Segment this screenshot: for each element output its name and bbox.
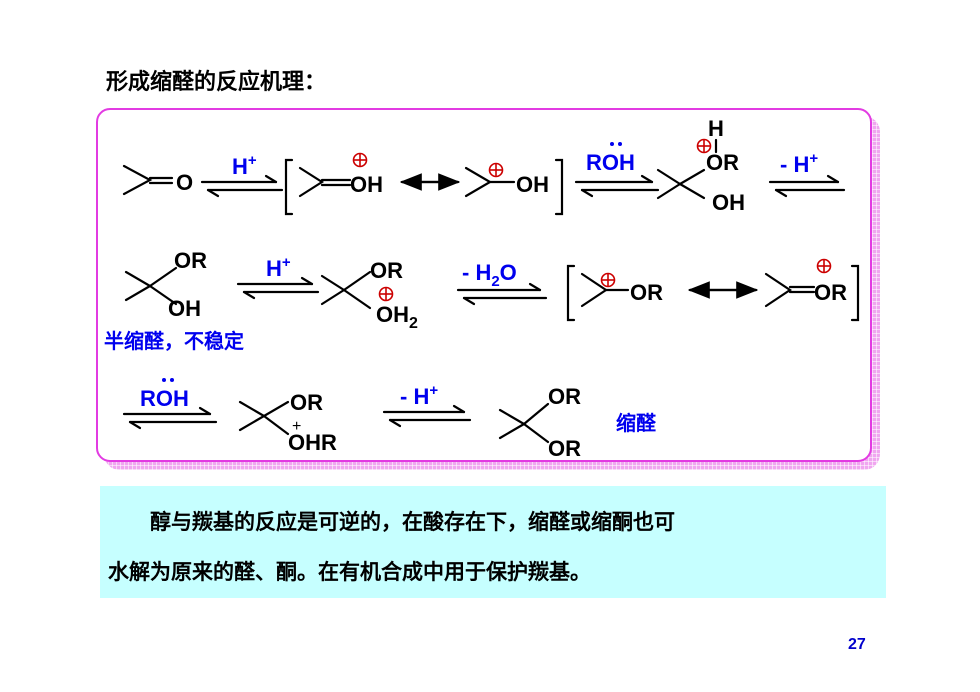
minus-h-sup: + [429, 382, 438, 399]
charge-plus-icon [378, 286, 394, 302]
equilibrium-arrows-2 [574, 174, 660, 198]
atom-label-OH: OH [350, 172, 383, 197]
h-base: H [232, 154, 248, 179]
page-number: 27 [848, 636, 866, 653]
oxonium-adduct [656, 138, 718, 200]
atom-label-O: O [176, 170, 193, 195]
bracket-left-2 [566, 264, 576, 322]
charge-symbols [352, 138, 832, 302]
slide-title: 形成缩醛的反应机理： [106, 69, 327, 94]
h-base: H [266, 256, 282, 281]
minus-h2o-a: - H [462, 260, 491, 285]
atom-label-H: H [708, 116, 724, 141]
atom-label-OR: OR [548, 436, 581, 461]
reagent-h-plus: H+ [266, 254, 291, 281]
atom-label-OH: OH [712, 190, 745, 215]
bracket-left-1 [284, 158, 294, 216]
charge-plus-icon [696, 138, 712, 154]
atom-label-OR: OR [706, 150, 739, 175]
reagent-minus-water: - H2O [462, 260, 517, 290]
explanation-line-2: 水解为原来的醛、酮。在有机合成中用于保护羰基。 [108, 561, 591, 584]
reagent-h-plus: H+ [232, 152, 257, 179]
atom-label-OR: OR [814, 280, 847, 305]
charge-plus-sign: + [292, 418, 301, 435]
atom-label-OH: OH [168, 296, 201, 321]
charge-plus-icon [816, 258, 832, 274]
minus-h-sup: + [809, 150, 818, 167]
oxocarbenium-a [580, 272, 630, 308]
protonated-hemiacetal [320, 270, 372, 310]
ketone-structure [122, 164, 174, 196]
equilibrium-arrows-3 [768, 174, 846, 198]
atom-label-OR: OR [290, 390, 323, 415]
h-sup: + [248, 152, 257, 169]
explanation-box: 醇与羰基的反应是可逆的，在酸存在下，缩醛或缩酮也可 水解为原来的醛、酮。在有机合… [100, 486, 886, 598]
charge-plus-icon [488, 162, 504, 178]
charge-plus-icon [352, 152, 368, 168]
atom-label-OR: OR [548, 384, 581, 409]
reagent-minus-h-plus: - H+ [400, 382, 438, 409]
atom-label-OR: OR [174, 248, 207, 273]
bracket-right-1 [554, 158, 564, 216]
minus-h2o-sub: 2 [491, 273, 499, 290]
atom-label-OH: OH [516, 172, 549, 197]
atom-label-OHR: OHR [288, 430, 337, 455]
h-sup: + [282, 254, 291, 271]
equilibrium-arrows-7 [382, 404, 472, 428]
equilibrium-arrows-4 [236, 276, 320, 300]
minus-h-base: - H [780, 152, 809, 177]
atom-label-OR: OR [630, 280, 663, 305]
minus-h2o-b: O [500, 260, 517, 285]
equilibrium-arrows-5 [456, 282, 548, 306]
oxocarbenium-b [764, 272, 816, 308]
subscript-2: 2 [409, 315, 418, 332]
minus-h-base: - H [400, 384, 429, 409]
equilibrium-arrows-1 [200, 174, 284, 198]
oh-text: OH [376, 302, 409, 327]
equilibrium-arrows-6 [122, 406, 218, 430]
lone-pair-dots [162, 142, 622, 382]
reagent-roh: ROH [140, 386, 189, 411]
atom-label-OH2: OH2 [376, 302, 418, 332]
charge-plus-icon [600, 272, 616, 288]
carbocation-structure [464, 166, 516, 198]
protonated-acetal [238, 400, 290, 436]
protonated-carbonyl [298, 166, 352, 198]
label-acetal: 缩醛 [616, 411, 657, 435]
atom-label-OR: OR [370, 258, 403, 283]
reagent-roh: ROH [586, 150, 635, 175]
bracket-right-2 [850, 264, 860, 322]
acetal-structure [498, 402, 550, 444]
label-hemiacetal: 半缩醛，不稳定 [104, 329, 244, 353]
hemiacetal-structure [124, 266, 178, 306]
reagent-minus-h-plus: - H+ [780, 150, 818, 177]
explanation-line-1: 醇与羰基的反应是可逆的，在酸存在下，缩醛或缩酮也可 [108, 511, 675, 534]
